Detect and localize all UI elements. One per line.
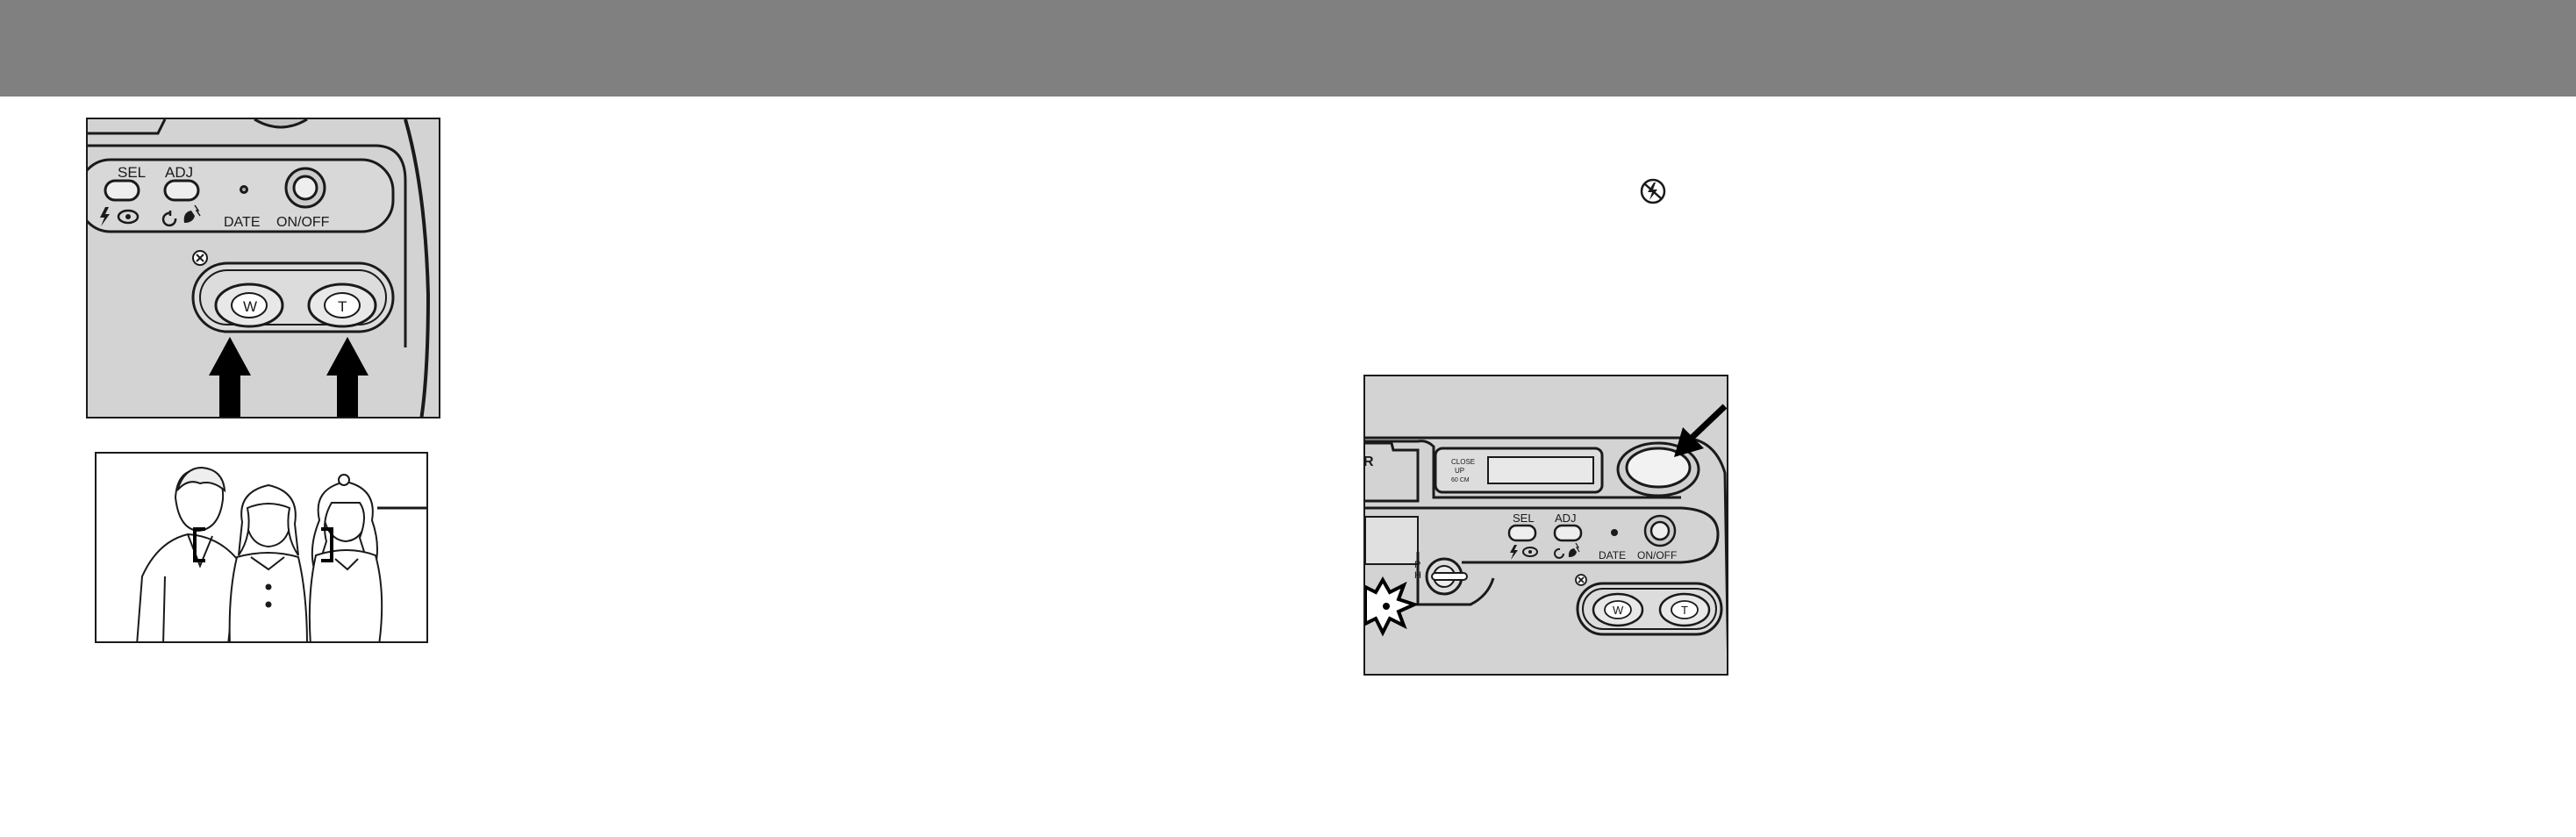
self-timer-icon [161, 211, 177, 227]
sel-button[interactable] [1507, 524, 1537, 542]
flash-icon [1510, 545, 1518, 560]
date-label: DATE [1599, 549, 1626, 562]
tele-label: T [338, 298, 347, 315]
date-indicator [1611, 529, 1618, 536]
wide-label: W [1613, 604, 1624, 617]
sel-label: SEL [118, 164, 146, 181]
lcd-text-close: CLOSE [1451, 458, 1475, 466]
tele-label: T [1681, 604, 1688, 617]
flash-off-icon [1639, 177, 1667, 205]
flash-compensation-icon [1568, 542, 1580, 557]
focus-frame-icon [193, 527, 333, 562]
svg-text:R: R [1365, 454, 1374, 469]
adj-button[interactable] [163, 179, 200, 202]
camera-controls-illustration: SEL ADJ DATE ON/OFF [86, 118, 440, 418]
date-label: DATE [224, 215, 260, 230]
adj-label: ADJ [1555, 512, 1577, 525]
self-timer-icon [1554, 547, 1564, 559]
onoff-label: ON/OFF [1637, 549, 1677, 562]
lcd-text-up: UP [1455, 467, 1464, 475]
onoff-label: ON/OFF [276, 215, 330, 230]
adj-label: ADJ [165, 164, 193, 181]
flash-burst-icon [1365, 576, 1420, 637]
viewfinder-scene-illustration [95, 452, 428, 643]
red-eye-icon [117, 209, 140, 225]
sel-button[interactable] [104, 179, 140, 202]
page-header-bar [0, 0, 2576, 97]
arrow-icon [209, 337, 369, 417]
adj-button[interactable] [1553, 524, 1583, 542]
lcd-text-distance: 60 CM [1451, 477, 1470, 483]
zoom-icon [192, 250, 208, 266]
flash-icon [100, 207, 110, 226]
sel-label: SEL [1513, 512, 1535, 525]
flash-compensation-icon [183, 204, 201, 223]
wide-label: W [243, 298, 257, 315]
zoom-icon [1575, 574, 1587, 586]
red-eye-icon [1522, 547, 1538, 557]
shutter-button-illustration: R CLOSE UP 60 CM SEL ADJ [1363, 375, 1728, 676]
arrow-icon [1674, 404, 1727, 457]
